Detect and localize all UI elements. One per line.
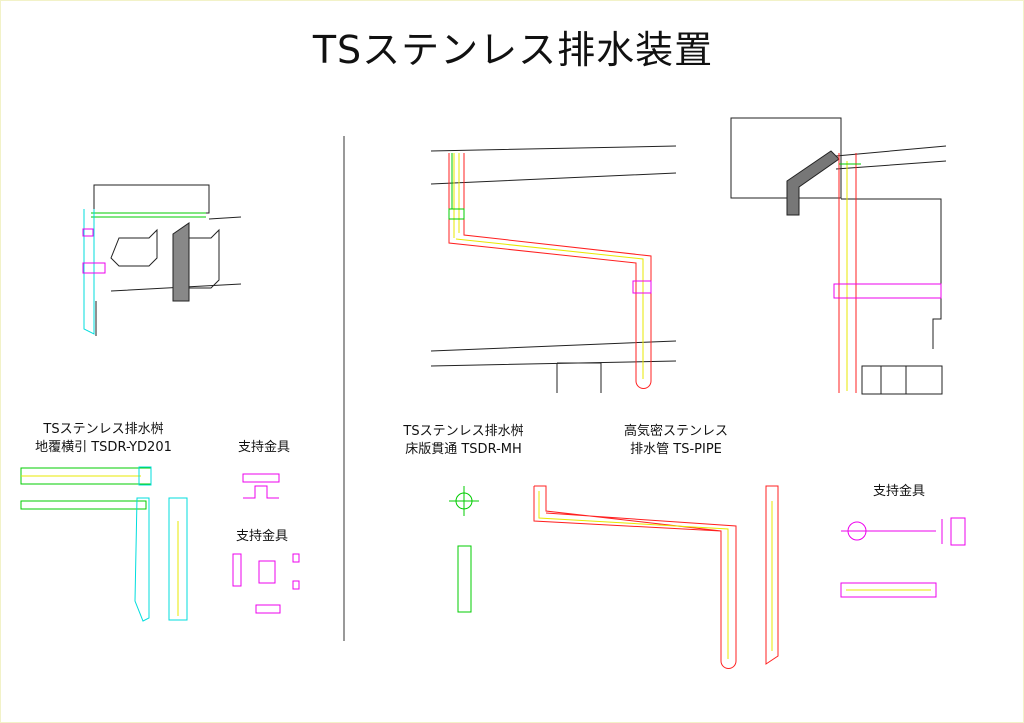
yd201-label: TSステンレス排水桝 地覆横引 TSDR-YD201	[31, 421, 176, 457]
mh-label: TSステンレス排水桝 床版貫通 TSDR-MH	[391, 423, 536, 459]
section-pipe	[730, 117, 947, 395]
yd201-label-line1: TSステンレス排水桝	[43, 422, 164, 437]
page-title: TSステンレス排水装置	[312, 28, 714, 72]
section-yd201	[82, 184, 242, 336]
yd201-parts	[20, 466, 300, 622]
support-label-2: 支持金具	[235, 529, 288, 544]
pipe-support-parts	[840, 517, 966, 598]
support-label-3: 支持金具	[872, 484, 925, 499]
support-label-1: 支持金具	[237, 440, 290, 455]
yd201-label-line2: 地覆横引 TSDR-YD201	[35, 440, 172, 455]
pipe-label-line1: 高気密ステンレス	[623, 424, 728, 439]
mh-label-line1: TSステンレス排水桝	[403, 424, 524, 439]
section-mh	[430, 145, 677, 393]
mh-label-line2: 床版貫通 TSDR-MH	[405, 442, 522, 457]
pipe-label-line2: 排水管 TS-PIPE	[630, 442, 722, 457]
pipe-label: 高気密ステンレス 排水管 TS-PIPE	[606, 423, 746, 459]
mh-parts	[449, 485, 779, 669]
